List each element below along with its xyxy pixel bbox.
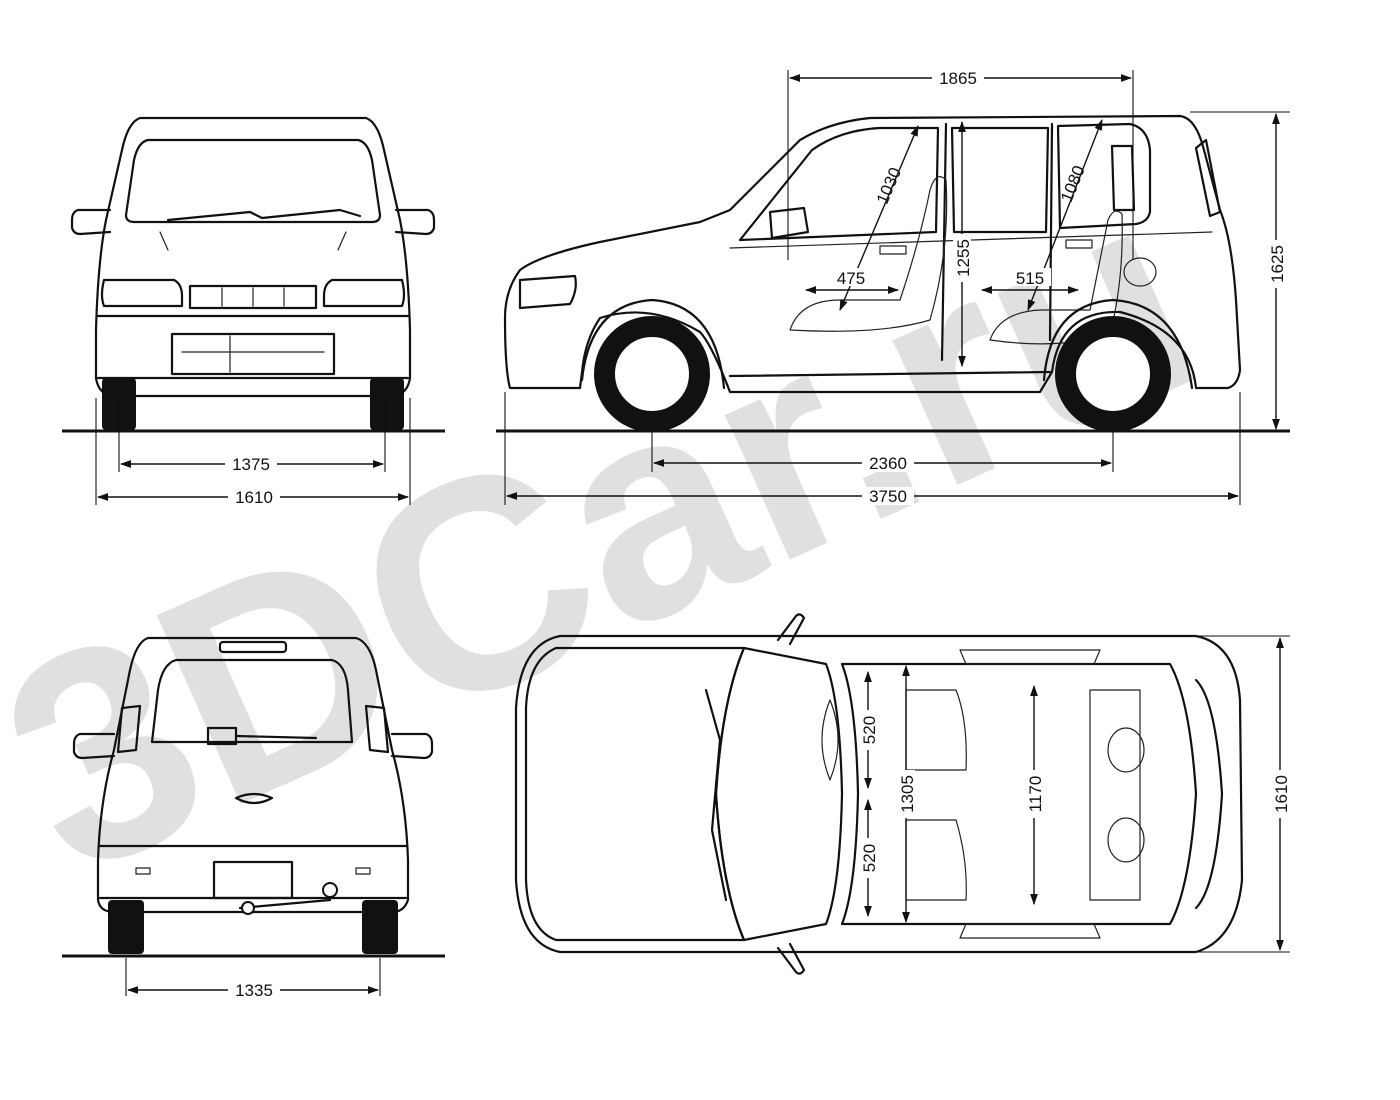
dim-front-shoulder: 1305: [898, 775, 917, 813]
top-view: 520 520 1305 1170 1610: [514, 613, 1291, 975]
dim-roof-span: 1865: [939, 69, 977, 88]
dim-seat-left: 520: [860, 716, 879, 744]
dim-top-width: 1610: [1272, 775, 1291, 813]
dim-wheelbase: 2360: [869, 454, 907, 473]
dim-seat-right: 520: [860, 844, 879, 872]
dim-front-legroom: 475: [837, 269, 865, 288]
rear-view: 1335: [62, 636, 445, 1000]
dim-front-headroom: 1030: [873, 165, 905, 207]
dim-rear-shoulder: 1170: [1026, 776, 1045, 813]
dim-front-track: 1375: [232, 455, 270, 474]
side-view: 1865 1625 2360 3750 1030 1080 1255 475 5…: [496, 69, 1290, 506]
dim-rear-track: 1335: [235, 981, 273, 1000]
dim-interior-height: 1255: [954, 239, 973, 277]
dim-front-width: 1610: [235, 488, 273, 507]
dim-length: 3750: [869, 487, 907, 506]
front-view: 1375 1610: [62, 116, 445, 507]
dim-height: 1625: [1268, 245, 1287, 283]
dim-rear-legroom: 515: [1016, 269, 1044, 288]
